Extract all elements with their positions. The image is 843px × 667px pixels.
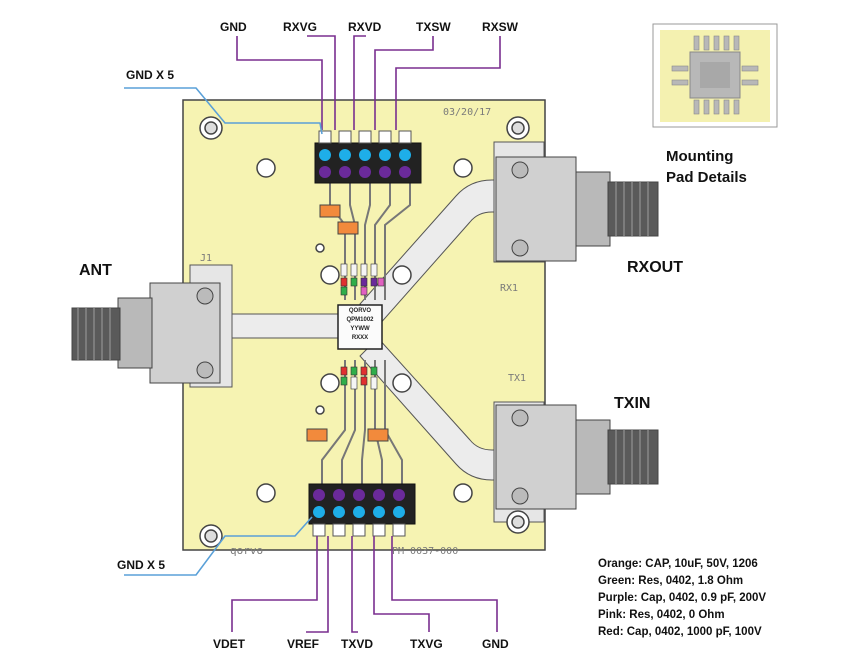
legend-green: Green: Res, 0402, 1.8 Ohm — [598, 575, 744, 587]
label-txsw: TXSW — [416, 20, 451, 34]
label-gnd-x5-bottom: GND X 5 — [117, 558, 166, 572]
legend-pink: Pink: Res, 0402, 0 Ohm — [598, 609, 725, 621]
gnd-top-leader — [124, 87, 323, 135]
label-gnd-x5-top: GND X 5 — [126, 68, 175, 82]
mounting-line-2: Pad Details — [666, 169, 747, 186]
label-gnd-bottom: GND — [482, 637, 509, 651]
legend-orange: Orange: CAP, 10uF, 50V, 1206 — [598, 558, 758, 570]
gnd-bottom-leader — [124, 516, 313, 576]
label-gnd-top: GND — [220, 20, 247, 34]
label-txvd: TXVD — [341, 637, 374, 651]
pcb-rx1-label: RX1 — [500, 283, 519, 294]
legend-purple: Purple: Cap, 0402, 0.9 pF, 200V — [598, 592, 767, 604]
pcb-tx1-label: TX1 — [508, 373, 527, 384]
chip-part: QPM1002 — [346, 317, 374, 323]
rxout-connector — [495, 156, 659, 262]
mounting-line-1: Mounting — [666, 148, 734, 165]
label-rxsw: RXSW — [482, 20, 518, 34]
top-header — [314, 130, 422, 184]
mounting-pad-caption: Mounting Pad Details — [666, 146, 786, 188]
pcb-date: 03/20/17 — [443, 107, 492, 118]
component-legend: Orange: CAP, 10uF, 50V, 1206 Green: Res,… — [598, 556, 766, 641]
txin-connector — [495, 404, 659, 510]
pcb-logo: qorvo — [230, 544, 264, 557]
label-rxvg: RXVG — [283, 20, 318, 34]
mounting-holes — [199, 116, 530, 548]
label-rxout: RXOUT — [627, 259, 683, 276]
chip-logo: QORVO — [348, 308, 372, 314]
bottom-leader-lines — [231, 536, 498, 633]
pcb-part-number: PM 0037-000 — [392, 546, 459, 557]
chip-date: YYWW — [350, 326, 370, 332]
orange-capacitors — [306, 204, 389, 442]
legend-red: Red: Cap, 0402, 1000 pF, 100V — [598, 626, 762, 638]
chip-lot: RXXX — [351, 335, 369, 341]
top-leader-lines — [236, 35, 501, 130]
mounting-pad-detail-image — [652, 23, 778, 128]
label-vdet: VDET — [213, 637, 246, 651]
ant-connector — [71, 282, 221, 384]
bottom-header — [308, 483, 416, 537]
label-txin: TXIN — [614, 395, 651, 412]
label-rxvd: RXVD — [348, 20, 382, 34]
label-vref: VREF — [287, 637, 320, 651]
label-ant: ANT — [79, 262, 112, 279]
qpm-chip — [337, 304, 383, 350]
pcb-j1-label: J1 — [200, 253, 213, 264]
label-txvg: TXVG — [410, 637, 443, 651]
